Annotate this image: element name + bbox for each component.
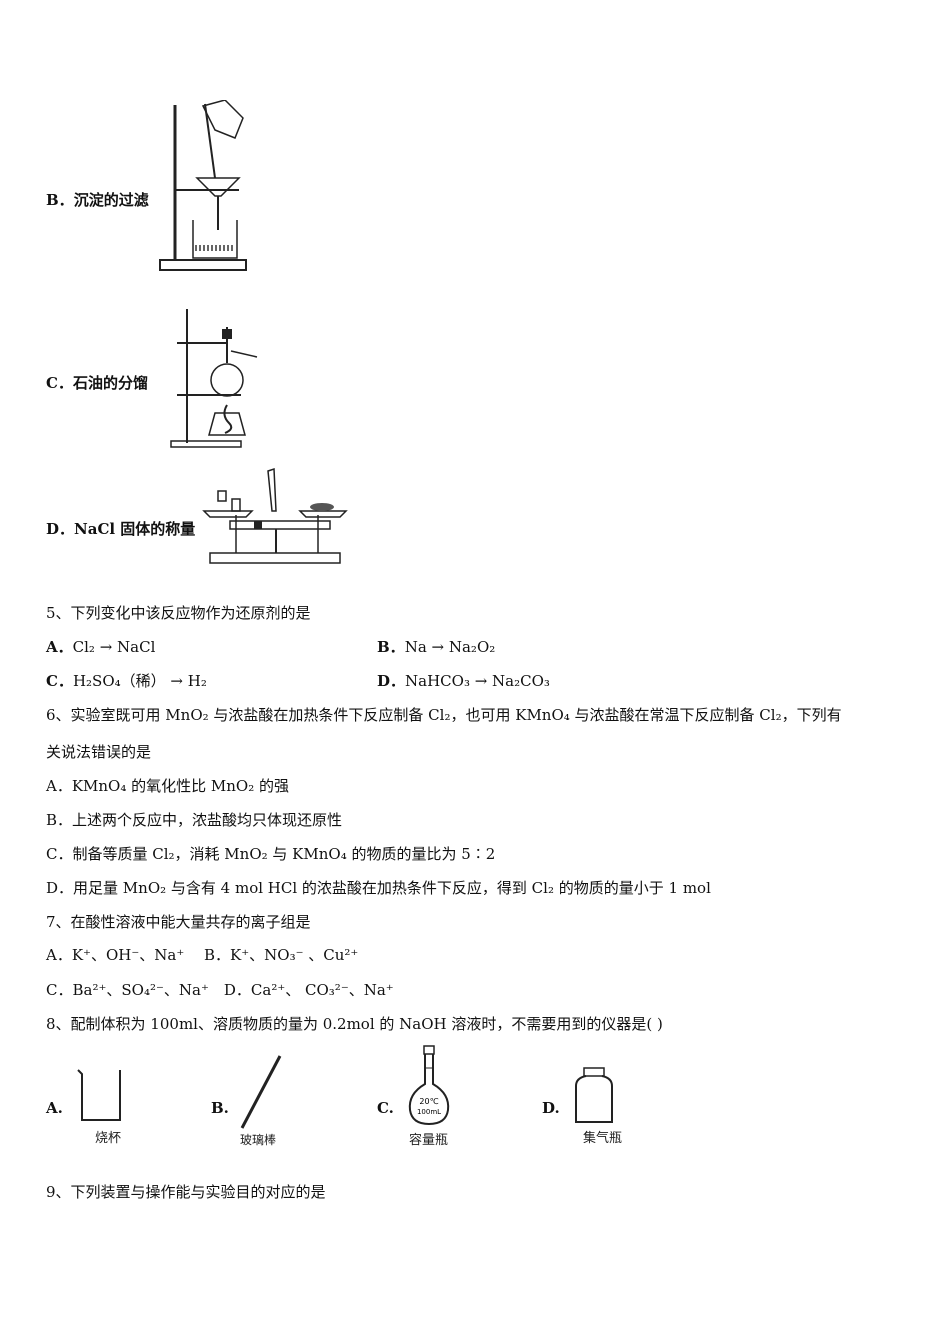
glass-rod-caption: 玻璃棒 bbox=[240, 1133, 277, 1147]
q6-option-c: C．制备等质量 Cl₂，消耗 MnO₂ 与 KMnO₄ 的物质的量比为 5∶2 bbox=[46, 845, 496, 863]
balance-figure bbox=[202, 467, 348, 564]
option-text: H₂SO₄（稀） → H₂ bbox=[72, 672, 207, 690]
q6-option-d: D．用足量 MnO₂ 与含有 4 mol HCl 的浓盐酸在加热条件下反应，得到… bbox=[46, 879, 711, 897]
beaker-caption: 烧杯 bbox=[95, 1131, 122, 1146]
flask-label-volume: 100mL bbox=[417, 1108, 441, 1116]
q4-option-b: B．沉淀的过滤 bbox=[46, 190, 149, 210]
filtration-apparatus-figure bbox=[159, 100, 247, 271]
q5-option-a: A．Cl₂ → NaCl bbox=[46, 637, 155, 657]
q8-option-c-letter: C. bbox=[377, 1099, 394, 1117]
option-text: Na → Na₂O₂ bbox=[404, 638, 496, 656]
option-letter: D． bbox=[46, 520, 75, 538]
q6-stem-line2: 关说法错误的是 bbox=[46, 743, 152, 761]
option-text: 石油的分馏 bbox=[72, 374, 148, 392]
option-letter: A． bbox=[46, 638, 73, 656]
q6-option-a: A．KMnO₄ 的氧化性比 MnO₂ 的强 bbox=[46, 777, 290, 795]
q5-option-d: D．NaHCO₃ → Na₂CO₃ bbox=[377, 671, 550, 691]
q6-stem-line1: 6、实验室既可用 MnO₂ 与浓盐酸在加热条件下反应制备 Cl₂，也可用 KMn… bbox=[46, 706, 842, 724]
option-text: NaCl 固体的称量 bbox=[74, 520, 196, 538]
q5-option-b: B．Na → Na₂O₂ bbox=[377, 637, 495, 657]
flask-label-temp: 20℃ bbox=[419, 1097, 438, 1106]
q7-options-cd: C．Ba²⁺、SO₄²⁻、Na⁺ D．Ca²⁺、 CO₃²⁻、Na⁺ bbox=[46, 981, 394, 999]
option-text: Cl₂ → NaCl bbox=[72, 638, 156, 656]
q7-stem: 7、在酸性溶液中能大量共存的离子组是 bbox=[46, 913, 311, 931]
option-letter: B． bbox=[46, 191, 74, 209]
q8-stem: 8、配制体积为 100ml、溶质物质的量为 0.2mol 的 NaOH 溶液时，… bbox=[46, 1015, 663, 1033]
q5-option-c: C．H₂SO₄（稀） → H₂ bbox=[46, 671, 207, 691]
beaker-icon bbox=[77, 1069, 121, 1121]
q8-option-b-letter: B. bbox=[211, 1099, 229, 1117]
distillation-apparatus-figure bbox=[170, 309, 258, 448]
q5-stem: 5、下列变化中该反应物作为还原剂的是 bbox=[46, 604, 311, 622]
q8-option-a-letter: A. bbox=[46, 1099, 63, 1117]
volumetric-flask-icon: 20℃ 100mL bbox=[408, 1045, 450, 1126]
volumetric-flask-caption: 容量瓶 bbox=[409, 1133, 449, 1148]
q7-options-ab: A．K⁺、OH⁻、Na⁺ B．K⁺、NO₃⁻ 、Cu²⁺ bbox=[46, 946, 359, 964]
q8-option-d-letter: D. bbox=[542, 1099, 560, 1117]
q6-option-b: B．上述两个反应中，浓盐酸均只体现还原性 bbox=[46, 811, 343, 829]
option-text: NaHCO₃ → Na₂CO₃ bbox=[405, 672, 550, 690]
option-letter: C． bbox=[46, 672, 73, 690]
option-letter: D． bbox=[377, 672, 406, 690]
option-letter: C． bbox=[46, 374, 73, 392]
q4-option-d: D．NaCl 固体的称量 bbox=[46, 519, 195, 539]
q4-option-c: C．石油的分馏 bbox=[46, 373, 148, 393]
q9-stem: 9、下列装置与操作能与实验目的对应的是 bbox=[46, 1183, 326, 1201]
option-text: 沉淀的过滤 bbox=[73, 191, 149, 209]
gas-jar-caption: 集气瓶 bbox=[583, 1131, 623, 1146]
option-letter: B． bbox=[377, 638, 405, 656]
gas-jar-icon bbox=[575, 1067, 613, 1123]
glass-rod-icon bbox=[240, 1055, 282, 1129]
